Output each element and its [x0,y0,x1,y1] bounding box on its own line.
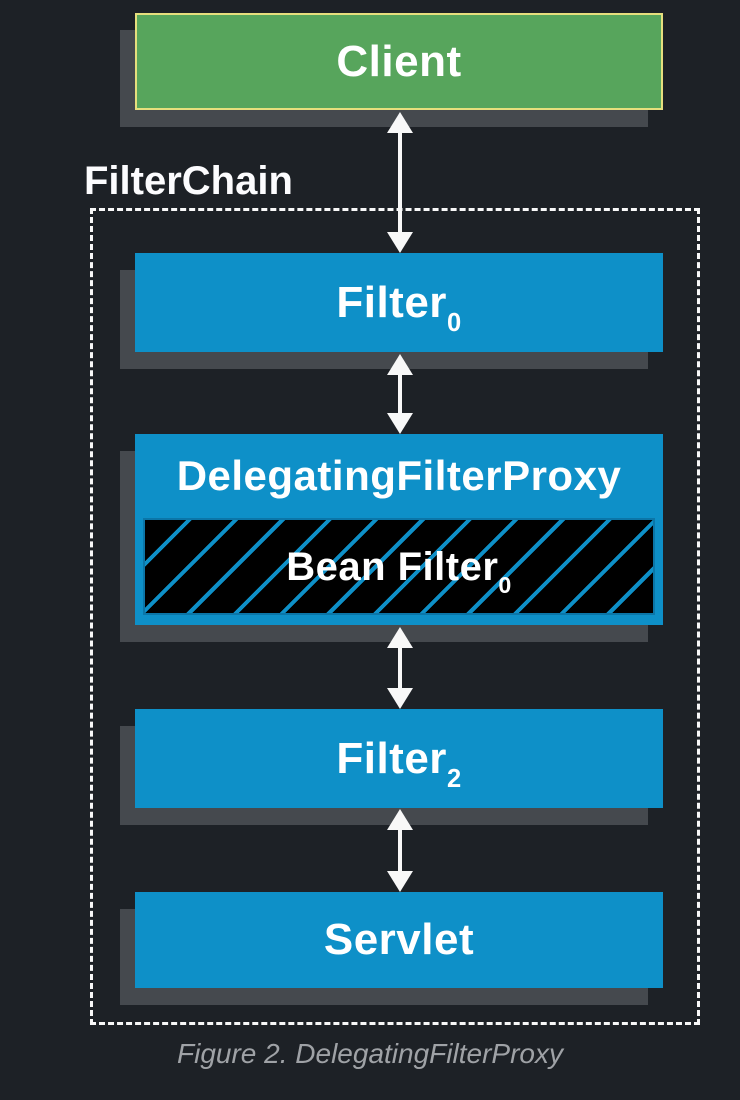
servlet-box: Servlet [135,892,663,988]
bean-filter-label-text: Bean Filter [286,544,499,589]
filterchain-boundary [90,208,700,1025]
arrow-shaft [398,374,402,414]
arrow-shaft [398,829,402,872]
arrow-up-icon [387,809,413,830]
filter2-subscript: 2 [446,764,462,793]
delegating-filter-proxy-title-row: DelegatingFilterProxy [135,434,663,518]
arrow-shaft [398,132,402,233]
filter2-label-text: Filter [336,733,447,783]
filterchain-label: FilterChain [84,159,293,203]
filter2-box: Filter2 [135,709,663,808]
arrow-filter2-servlet [387,809,413,892]
arrow-up-icon [387,354,413,375]
servlet-label: Servlet [323,915,475,964]
client-label: Client [336,36,462,86]
delegating-filter-proxy-box: DelegatingFilterProxy Bean Filter0 [135,434,663,625]
arrow-shaft [398,647,402,689]
arrow-proxy-filter2 [387,627,413,709]
arrow-down-icon [387,871,413,892]
arrow-client-filter0 [387,112,413,253]
filter0-label: Filter0 [336,277,461,336]
arrow-filter0-proxy [387,354,413,434]
filter0-subscript: 0 [446,308,462,337]
arrow-up-icon [387,627,413,648]
arrow-up-icon [387,112,413,133]
filter0-box: Filter0 [135,253,663,352]
bean-filter-box: Bean Filter0 [143,518,655,615]
filter2-label: Filter2 [336,733,461,792]
client-box: Client [135,13,663,110]
figure-caption: Figure 2. DelegatingFilterProxy [177,1038,563,1069]
delegating-filter-proxy-label: DelegatingFilterProxy [176,452,622,499]
filter0-label-text: Filter [336,277,447,327]
arrow-down-icon [387,688,413,709]
arrow-down-icon [387,232,413,253]
bean-filter-subscript: 0 [498,571,512,598]
arrow-down-icon [387,413,413,434]
bean-filter-label: Bean Filter0 [286,544,512,597]
